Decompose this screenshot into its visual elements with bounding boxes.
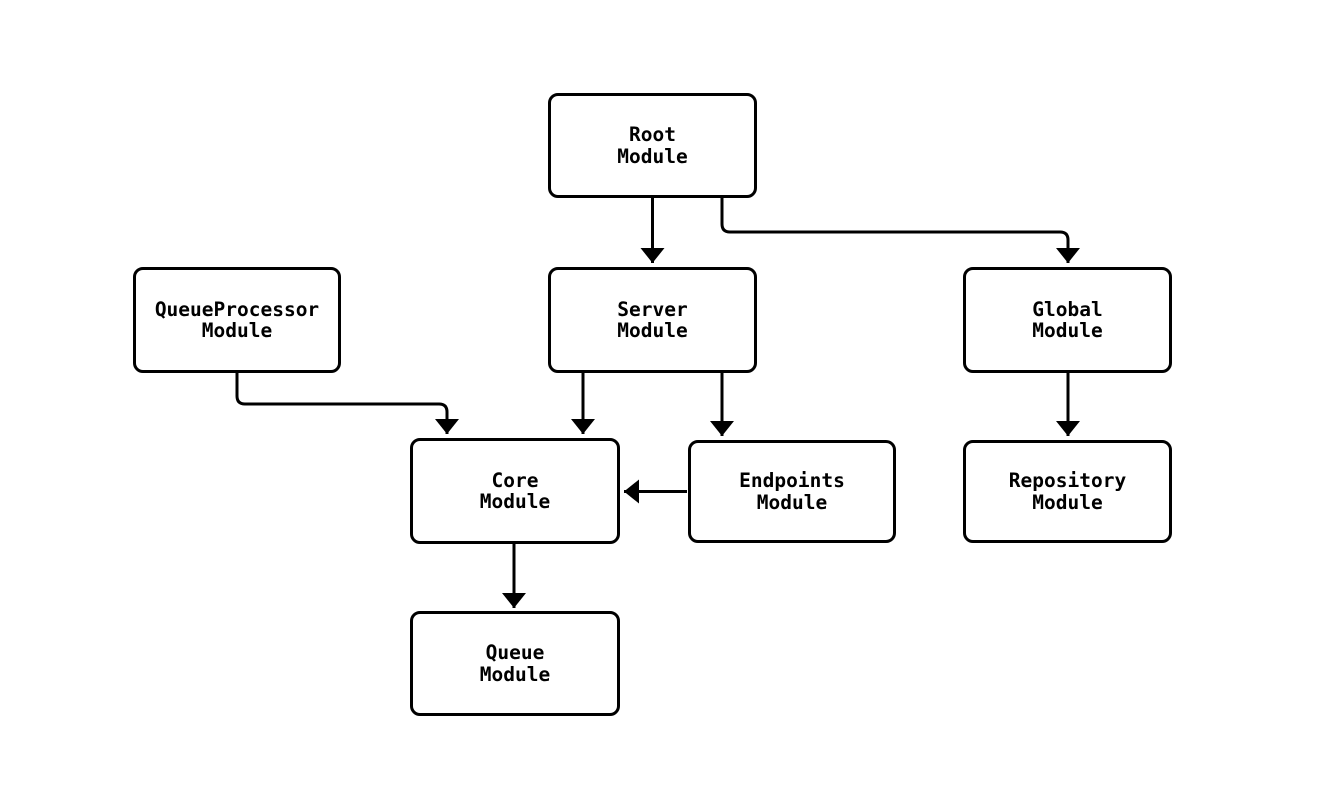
node-server-module: Server Module — [548, 267, 757, 373]
node-label-line2: Module — [201, 319, 273, 342]
node-label-line2: Module — [1032, 490, 1103, 514]
node-label-line2: Module — [617, 319, 688, 342]
node-label-line2: Module — [479, 662, 551, 686]
node-label-line1: Core — [491, 468, 539, 492]
node-label-line1: Server — [617, 297, 688, 321]
node-global-module: Global Module — [963, 267, 1172, 373]
node-core-module: Core Module — [410, 438, 620, 544]
node-queue-module: Queue Module — [410, 611, 620, 716]
node-queueprocessor-module: QueueProcessor Module — [133, 267, 341, 373]
edge-root-to-global — [720, 197, 1080, 263]
node-label-line1: Endpoints — [739, 469, 845, 492]
node-root-module: Root Module — [548, 93, 757, 198]
edge-queueprocessor-to-core — [235, 372, 459, 434]
node-label-line2: Module — [479, 490, 551, 513]
node-label-line2: Module — [617, 144, 688, 168]
node-label-line1: Repository — [1008, 469, 1127, 492]
node-endpoints-module: Endpoints Module — [688, 440, 896, 543]
node-label-line2: Module — [756, 490, 828, 514]
node-repository-module: Repository Module — [963, 440, 1172, 543]
node-label-line1: Global — [1032, 297, 1103, 321]
node-label-line1: QueueProcessor — [154, 297, 320, 321]
node-label-line2: Module — [1032, 319, 1103, 342]
node-label-line1: Queue — [485, 641, 545, 664]
node-label-line1: Root — [629, 123, 676, 146]
